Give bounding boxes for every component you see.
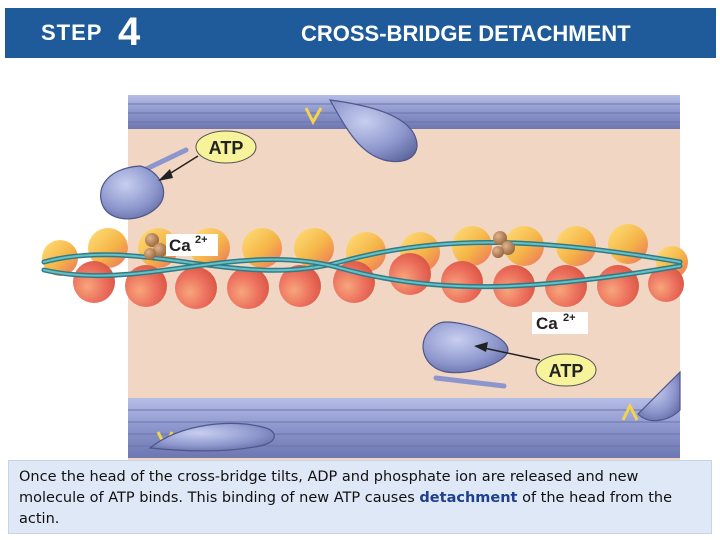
cross-bridge-diagram: ATP Ca 2+ Ca 2+ ATP (0, 58, 720, 468)
caption-text-part1: Once the head of the cross-bridge tilts,… (19, 469, 639, 506)
calcium-label-top: Ca 2+ (166, 234, 218, 256)
myosin-head-top-left (99, 147, 189, 220)
calcium-charge-top: 2+ (195, 234, 208, 246)
step-word: STEP (41, 20, 103, 45)
calcium-label-bottom: Ca 2+ (532, 312, 588, 334)
bottom-thick-filament (128, 398, 680, 458)
myosin-head-top-right (328, 99, 418, 163)
caption-box: Once the head of the cross-bridge tilts,… (8, 460, 712, 534)
atp-label-top-text: ATP (209, 138, 244, 158)
caption-text-part2: of the head from the actin. (19, 490, 673, 527)
calcium-label-top-text: Ca (169, 236, 191, 255)
step-number: 4 (118, 10, 141, 54)
header-bar: STEP 4 CROSS-BRIDGE DETACHMENT (5, 8, 716, 58)
myosin-head-bottom-right (637, 370, 681, 422)
myosin-head-bottom-left (148, 422, 275, 452)
atp-arrow-top (158, 155, 199, 181)
atp-label-bottom: ATP (535, 353, 597, 387)
atp-label-bottom-text: ATP (549, 361, 584, 381)
myosin-head-bottom-center (422, 321, 509, 389)
troponin-complex-right (492, 231, 515, 258)
atp-arrow-bottom (474, 342, 541, 361)
calcium-label-bottom-text: Ca (536, 314, 558, 333)
tropomyosin-strands (41, 239, 683, 290)
troponin-complex-left (144, 233, 167, 260)
atp-label-top: ATP (195, 130, 257, 164)
caption-highlight: detachment (419, 490, 518, 506)
calcium-charge-bottom: 2+ (563, 312, 576, 324)
page-title: CROSS-BRIDGE DETACHMENT (301, 21, 631, 46)
